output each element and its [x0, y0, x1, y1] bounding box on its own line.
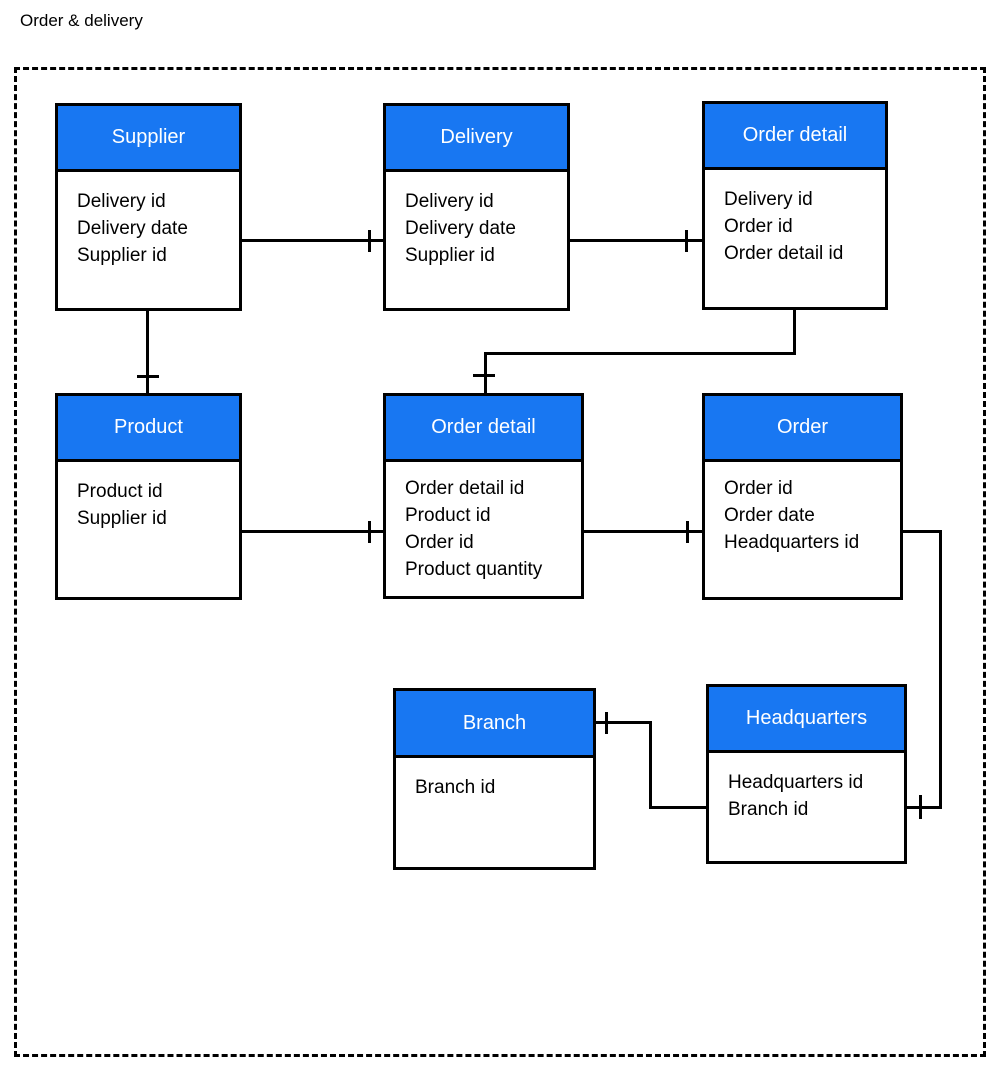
entity-order-detail-top-header: Order detail	[705, 104, 885, 170]
entity-delivery: Delivery Delivery id Delivery date Suppl…	[383, 103, 570, 311]
field: Product quantity	[405, 559, 543, 580]
entity-headquarters-header: Headquarters	[709, 687, 904, 753]
field: Delivery date	[405, 218, 516, 239]
field: Order detail id	[405, 478, 525, 499]
entity-order-detail-top-fields: Delivery id Order id Order detail id	[705, 170, 885, 307]
entity-delivery-title: Delivery	[440, 126, 513, 148]
connector-order-headquarters-seg2	[939, 530, 942, 809]
entity-order: Order Order id Order date Headquarters i…	[702, 393, 903, 600]
field: Order date	[724, 505, 815, 526]
connector-orderdetailtop-orderdetail-seg3	[484, 352, 487, 393]
page-title: Order & delivery	[20, 11, 143, 30]
connector-branch-headquarters-seg1	[596, 721, 652, 724]
field: Branch id	[415, 777, 496, 798]
field: Supplier id	[77, 508, 167, 529]
field: Delivery id	[77, 191, 166, 212]
entity-headquarters-title: Headquarters	[745, 707, 868, 729]
entity-headquarters: Headquarters Headquarters id Branch id	[706, 684, 907, 864]
connector-order-headquarters-seg3	[907, 806, 942, 809]
entity-supplier-fields: Delivery id Delivery date Supplier id	[58, 172, 239, 308]
field: Branch id	[728, 799, 809, 820]
connector-orderdetailtop-orderdetail-one-marker	[473, 374, 495, 377]
field: Headquarters id	[724, 532, 860, 553]
entity-branch-header: Branch	[396, 691, 593, 758]
entity-delivery-header: Delivery	[386, 106, 567, 172]
entity-product: Product Product id Supplier id	[55, 393, 242, 600]
entity-order-detail-top: Order detail Delivery id Order id Order …	[702, 101, 888, 310]
field: Supplier id	[77, 245, 167, 266]
entity-branch: Branch Branch id	[393, 688, 596, 870]
connector-branch-headquarters-seg2	[649, 721, 652, 809]
entity-supplier-header: Supplier	[58, 106, 239, 172]
entity-supplier: Supplier Delivery id Delivery date Suppl…	[55, 103, 242, 311]
entity-product-header: Product	[58, 396, 239, 462]
connector-order-headquarters-one-marker	[919, 795, 922, 819]
entity-order-detail-header: Order detail	[386, 396, 581, 462]
connector-supplier-delivery	[242, 239, 383, 242]
field: Order id	[724, 478, 793, 499]
field: Order id	[724, 216, 793, 237]
entity-headquarters-fields: Headquarters id Branch id	[709, 753, 904, 861]
entity-order-fields: Order id Order date Headquarters id	[705, 462, 900, 597]
connector-product-orderdetail-one-marker	[368, 521, 371, 543]
entity-order-detail: Order detail Order detail id Product id …	[383, 393, 584, 599]
diagram-boundary-frame	[14, 67, 986, 1057]
field: Headquarters id	[728, 772, 864, 793]
entity-order-title: Order	[776, 416, 829, 438]
entity-product-title: Product	[114, 416, 183, 438]
field: Delivery id	[405, 191, 494, 212]
connector-delivery-orderdetailtop	[570, 239, 702, 242]
connector-orderdetailtop-orderdetail-seg1	[793, 310, 796, 355]
connector-orderdetail-order	[584, 530, 702, 533]
field: Product id	[405, 505, 491, 526]
connector-order-headquarters-seg1	[903, 530, 942, 533]
connector-orderdetail-order-one-marker	[686, 521, 689, 543]
entity-branch-fields: Branch id	[396, 758, 593, 867]
field: Order detail id	[724, 243, 844, 264]
entity-delivery-fields: Delivery id Delivery date Supplier id	[386, 172, 567, 308]
connector-supplier-product-one-marker	[137, 375, 159, 378]
field: Supplier id	[405, 245, 495, 266]
field: Product id	[77, 481, 163, 502]
entity-product-fields: Product id Supplier id	[58, 462, 239, 597]
connector-branch-headquarters-seg3	[649, 806, 706, 809]
field: Order id	[405, 532, 474, 553]
entity-supplier-title: Supplier	[111, 126, 186, 148]
connector-supplier-product	[146, 311, 149, 393]
connector-orderdetailtop-orderdetail-seg2	[484, 352, 796, 355]
entity-order-detail-fields: Order detail id Product id Order id Prod…	[386, 462, 581, 596]
connector-supplier-delivery-one-marker	[368, 230, 371, 252]
connector-delivery-orderdetailtop-one-marker	[685, 230, 688, 252]
entity-branch-title: Branch	[462, 711, 527, 734]
entity-order-detail-top-title: Order detail	[742, 124, 848, 146]
field: Delivery date	[77, 218, 188, 239]
field: Delivery id	[724, 189, 813, 210]
entity-order-detail-title: Order detail	[431, 416, 536, 438]
entity-order-header: Order	[705, 396, 900, 462]
connector-product-orderdetail	[242, 530, 383, 533]
